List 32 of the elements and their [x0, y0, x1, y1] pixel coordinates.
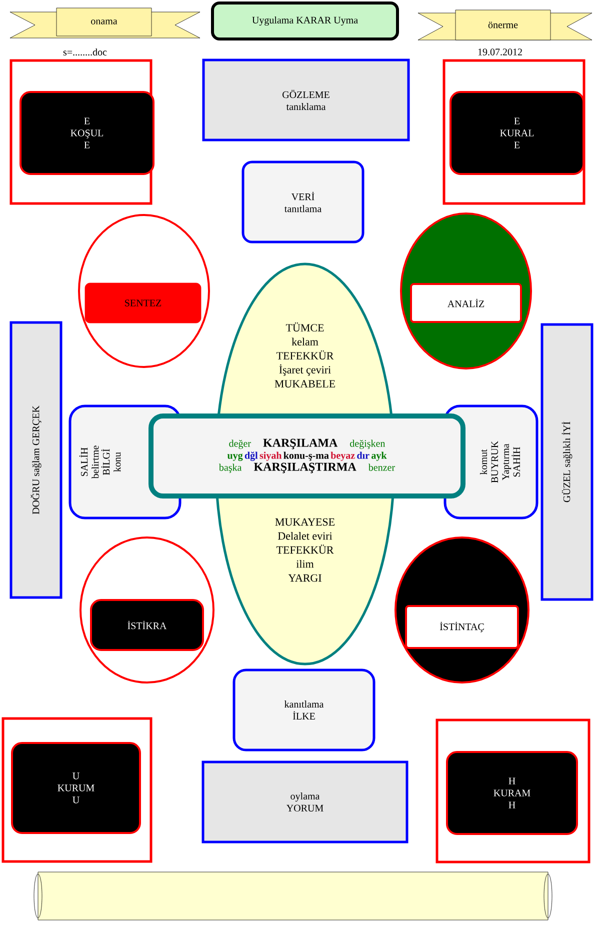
node-label: TEFEKKÜR	[276, 350, 334, 360]
node-label: YARGI	[288, 574, 322, 582]
ribbon-banner: onama	[10, 8, 200, 38]
concept-box: H KURAM H	[446, 751, 578, 835]
concept-box: SENTEZ	[84, 282, 202, 324]
note-text: s=........doc	[63, 48, 107, 56]
concept-box: kanıtlama İLKE	[232, 668, 376, 752]
concept-box: U KURUM U	[11, 742, 141, 834]
node-label: TEFEKKÜR	[276, 544, 334, 554]
title-box: Uygulama KARAR Uyma	[211, 2, 399, 40]
side-panel: GÜZEL sağlıklı İYİ	[540, 323, 594, 601]
node-label: MUKABELE	[274, 380, 335, 388]
concept-box: ANALİZ	[410, 283, 522, 323]
side-panel: DOĞRU sağlam GERÇEK	[10, 321, 62, 599]
node-label: ilim	[296, 560, 314, 568]
word-list: TÜMCE kelam TEFEKKÜR İşaret çeviri MUKABELE	[274, 322, 335, 388]
word-list: MUKAYESE Delalet eviri TEFEKKÜR ilim YARGI	[275, 518, 334, 582]
node-label: MUKAYESE	[275, 518, 334, 526]
node-label: İşaret çeviri	[279, 364, 331, 376]
concept-box: İSTİKRA	[90, 599, 204, 651]
ribbon-banner: önerme	[418, 10, 592, 40]
node-label: kelam	[292, 338, 318, 346]
concept-box: VERİ tanıtlama	[242, 160, 364, 244]
node-label: Delalet eviri	[278, 532, 332, 540]
concept-box: oylama YORUM	[202, 760, 408, 844]
scroll-banner	[34, 872, 552, 920]
concept-box: E KOŞUL E	[20, 91, 154, 175]
concept-box: GÖZLEME tanıklama	[202, 58, 410, 142]
concept-box: E KURAL E	[450, 91, 584, 175]
central-box: değer KARŞILAMA değişken uyg dğl siyah konu-ş-ma beyaz dır ayk başka KARŞILAŞTIRMA benzer	[148, 414, 466, 498]
concept-box: İSTİNTAÇ	[405, 605, 519, 649]
node-label: TÜMCE	[286, 322, 324, 332]
